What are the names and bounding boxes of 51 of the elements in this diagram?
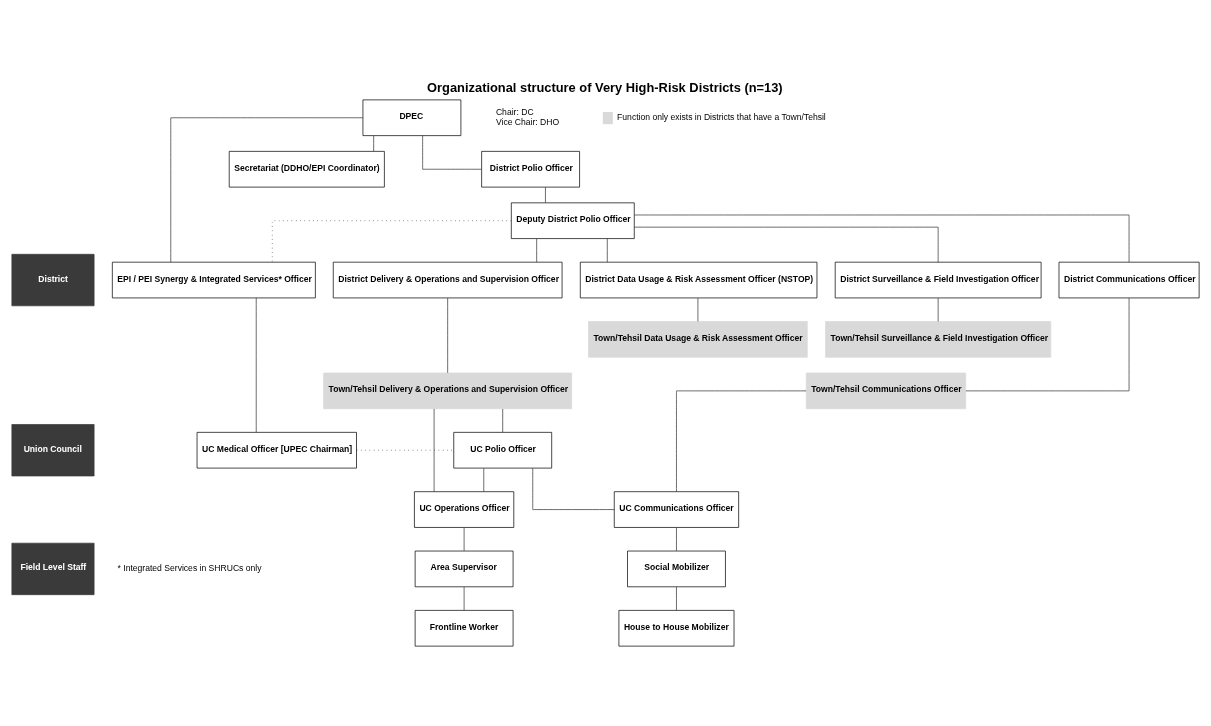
connector [634,226,939,263]
connector [463,586,465,611]
connector [676,527,677,552]
connector [373,135,375,152]
connector [697,297,699,322]
connector [634,214,1130,263]
connector [545,186,546,203]
connector [502,408,504,433]
node-box: UC Operations Officer [414,491,515,528]
node-label: Vice Chair: DHO [495,116,560,127]
node-label: Chair: DC [495,107,534,118]
node-box: UC Communications Officer [613,491,740,528]
node-box: Union Council [11,424,95,477]
node-box: Town/Tehsil Delivery & Operations and Supervision Officer [323,372,573,410]
connector [965,297,1130,392]
node-box: UC Polio Officer [453,432,553,469]
connector [676,586,677,611]
node-box: Town/Tehsil Communications Officer [805,372,967,410]
legend-label: Function only exists in Districts that have a Town/Tehsil [617,112,826,123]
node-box: EPI / PEI Synergy & Integrated Services* Officer [111,261,316,299]
node-box: District Polio Officer [481,151,580,188]
connector [463,527,465,552]
connector [255,297,257,433]
node-box: District Surveillance & Field Investigation Officer [834,261,1042,299]
connector [937,297,939,322]
connector [532,468,615,510]
node-box: Field Level Staff [11,542,95,595]
node-box: Town/Tehsil Data Usage & Risk Assessment Officer [588,321,808,358]
node-box: District Communications Officer [1058,261,1200,299]
node-box: Secretariat (DDHO/EPI Coordinator) [228,151,385,188]
node-box: District Delivery & Operations and Supervision Officer [332,261,563,299]
connector [447,297,449,374]
node-box: Deputy District Polio Officer [510,202,635,239]
connector [606,238,608,263]
node-box: House to House Mobilizer [618,610,735,647]
node-box: UC Medical Officer [UPEC Chairman] [196,432,357,469]
node-box: Frontline Worker [414,610,514,647]
node-box: Town/Tehsil Surveillance & Field Investigation Officer [825,321,1052,358]
node-box: DPEC [362,99,462,136]
node-box: Area Supervisor [414,550,514,588]
connector [170,117,364,263]
connector [433,408,435,492]
node-box: Social Mobilizer [627,550,726,588]
connector [536,238,538,263]
label: * Integrated Services in SHRUCs only [117,563,262,574]
node-box: District Data Usage & Risk Assessment Officer (NSTOP) [579,261,818,299]
diagram-title: Organizational structure of Very High-Risk Districts (n=13) [427,80,783,96]
connector [676,390,807,492]
connector [483,468,485,492]
node-box: District [11,253,95,307]
connector [422,135,482,170]
